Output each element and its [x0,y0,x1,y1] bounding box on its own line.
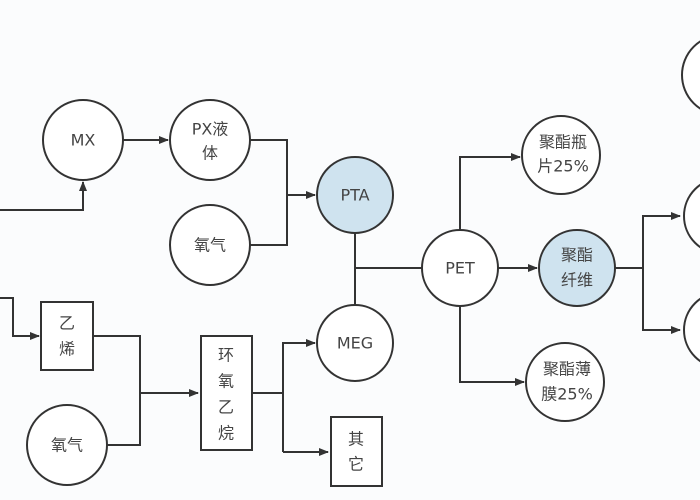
node-polyester-film: 聚酯薄 膜25% [525,342,605,422]
node-label: PTA [340,186,369,205]
node-label: 其 [348,430,364,449]
node-label: 聚酯薄 [543,360,591,379]
node-label: 聚酯 [561,246,593,265]
edge-feed-to-ethylene [0,297,40,340]
node-ethylene-oxide: 环 氧 乙 烷 [200,335,253,451]
edge-pet-to-film [459,306,525,386]
node-label: PX液 [192,120,229,139]
edge-pet-to-bottle [459,153,521,230]
node-cropped-right-top [681,40,700,110]
node-label: 乙 [218,398,234,417]
node-ethylene: 乙 烯 [40,301,94,371]
edge-px-merge [250,139,288,246]
node-cropped-right-bottom [683,297,700,363]
node-label: 氧气 [194,236,226,255]
node-label: MEG [337,334,373,353]
node-other: 其 它 [330,416,383,487]
node-px-liquid: PX液 体 [169,99,251,181]
node-label: 膜25% [541,385,593,404]
node-label: 烷 [218,424,234,443]
edge-eo-to-meg [282,339,316,452]
node-label: 乙 [59,314,75,333]
node-label: PET [445,259,475,278]
node-pta: PTA [316,156,394,234]
node-label: MX [71,131,96,150]
node-cropped-right-middle [683,183,700,249]
node-polyester-bottle-chip: 聚酯瓶 片25% [521,115,601,195]
node-label: 氧气 [51,436,83,455]
node-pet: PET [421,229,499,307]
node-label: 氧 [218,372,234,391]
node-label: 纤维 [561,271,593,290]
edge-eth-merge [93,335,141,446]
node-label: 环 [218,346,234,365]
edge-fiber-down [642,268,681,334]
edge-fiber-up [642,212,681,268]
node-label: 聚酯瓶 [539,133,587,152]
node-meg: MEG [316,304,394,382]
node-label: 体 [202,144,218,163]
node-oxygen-bottom: 氧气 [26,404,108,486]
node-label: 它 [348,455,364,474]
node-label: 烯 [59,340,75,359]
node-polyester-fiber: 聚酯 纤维 [538,229,616,307]
node-oxygen-top: 氧气 [169,204,251,286]
node-mx: MX [42,99,124,181]
connectors [0,136,681,456]
node-label: 片25% [537,157,589,176]
edge-feed-to-mx [0,181,87,211]
